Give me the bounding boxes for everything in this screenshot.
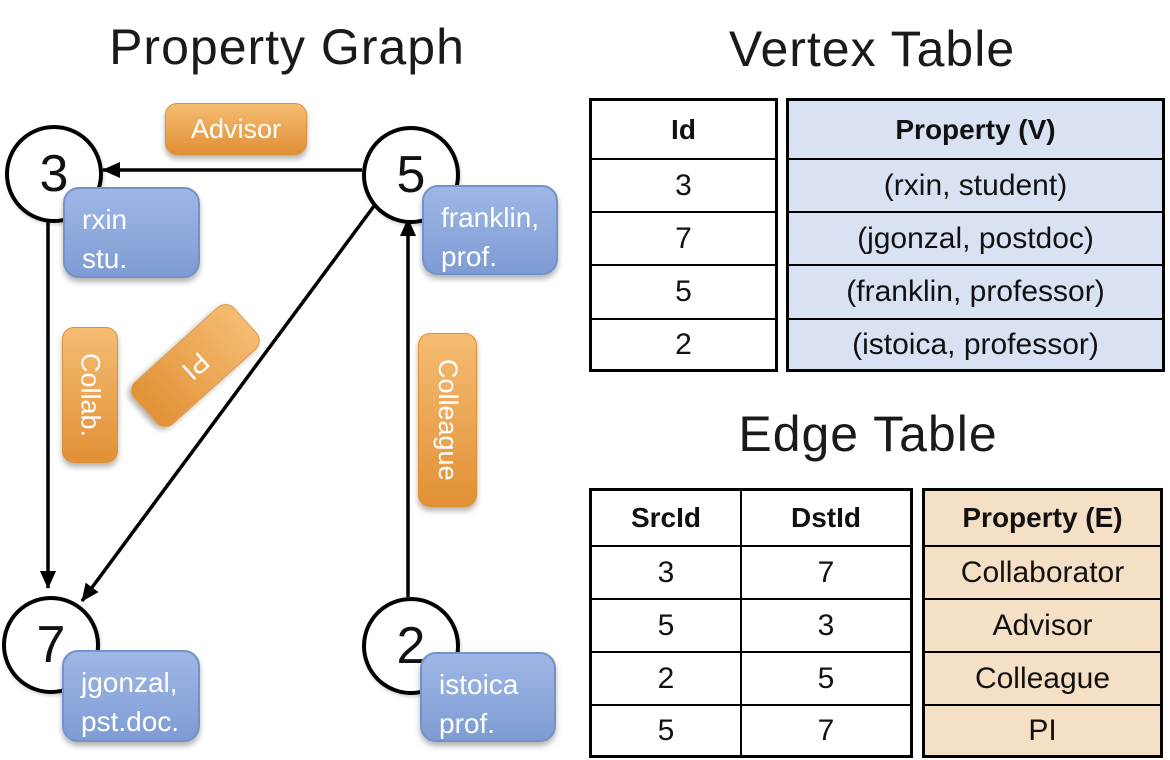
edge-label-text: Colleague <box>433 359 463 481</box>
vertex-label-3: rxin stu. <box>63 187 200 278</box>
edge-property-cell: Collaborator <box>925 547 1160 600</box>
graph-node-2: 2 <box>362 597 460 695</box>
vertex-label-7: jgonzal, pst.doc. <box>62 650 200 742</box>
vertex-label-line2: prof. <box>441 241 498 272</box>
vertex-table-id-column: Id 3 7 5 2 <box>589 98 778 372</box>
vertex-label-5: franklin, prof. <box>422 185 558 275</box>
vertex-label-line1: franklin, <box>441 202 540 233</box>
vertex-property-cell: (franklin, professor) <box>789 266 1162 320</box>
column-header-id: Id <box>592 101 775 160</box>
vertex-id-cell: 5 <box>592 266 775 320</box>
vertex-property-cell: (istoica, professor) <box>852 327 1099 361</box>
srcid-cell: 2 <box>592 653 742 704</box>
dstid-cell: 7 <box>817 713 835 747</box>
vertex-id-cell: 2 <box>675 327 692 361</box>
edge-label-text: Advisor <box>190 113 282 144</box>
edge-label-collab: Collab. <box>62 327 118 463</box>
vertex-id-cell: 3 <box>592 160 775 213</box>
edge-property-cell: PI <box>1028 713 1057 747</box>
edge-property-cell: Colleague <box>925 653 1160 706</box>
dstid-cell: 3 <box>817 608 835 642</box>
vertex-label-line1: jgonzal, <box>81 667 178 698</box>
column-header-dstid: DstId <box>791 502 861 533</box>
edge-table-property-column: Property (E) Collaborator Advisor Collea… <box>922 488 1163 758</box>
column-header-property-v: Property (V) <box>789 101 1162 160</box>
vertex-table-property-column: Property (V) (rxin, student) (jgonzal, p… <box>786 98 1165 372</box>
edge-pi-5-to-7 <box>80 204 376 603</box>
vertex-label-2: istoica prof. <box>420 652 556 742</box>
edge-label-colleague: Colleague <box>418 333 477 507</box>
column-header-property-e: Property (E) <box>925 491 1160 547</box>
node-id: 3 <box>39 145 69 203</box>
vertex-property-cell: (jgonzal, postdoc) <box>789 213 1162 266</box>
srcid-cell: 5 <box>592 600 742 651</box>
edge-table-row: 2 5 <box>592 653 910 706</box>
vertex-id-cell: 7 <box>592 213 775 266</box>
vertex-label-line1: rxin <box>82 204 128 235</box>
graph-node-5: 5 <box>362 126 460 224</box>
vertex-label-line2: stu. <box>82 243 128 274</box>
vertex-label-line1: istoica <box>439 669 519 700</box>
node-id: 5 <box>396 146 426 204</box>
vertex-label-line2: pst.doc. <box>81 706 180 737</box>
vertex-table-title: Vertex Table <box>728 21 1016 77</box>
srcid-cell: 3 <box>592 547 742 598</box>
edge-label-advisor: Advisor <box>165 103 307 155</box>
property-graph-title: Property Graph <box>109 19 465 75</box>
column-header-srcid: SrcId <box>592 491 742 545</box>
graph-edges-canvas <box>40 162 416 603</box>
node-id: 7 <box>36 616 66 674</box>
edge-table-row: 5 3 <box>592 600 910 653</box>
edge-property-cell: Advisor <box>925 600 1160 653</box>
edge-table-title: Edge Table <box>738 406 998 462</box>
edge-label-text: PI <box>176 346 216 386</box>
edge-table-row: 3 7 <box>592 547 910 600</box>
srcid-cell: 5 <box>592 706 742 755</box>
dstid-cell: 7 <box>817 555 835 589</box>
edge-label-text: Collab. <box>75 352 106 438</box>
edge-table-id-columns: SrcId DstId 3 7 5 3 2 5 5 7 <box>589 488 913 758</box>
edge-table-row: 5 7 <box>592 706 910 755</box>
vertex-label-line2: prof. <box>439 708 496 739</box>
edge-table-header-row: SrcId DstId <box>592 491 910 547</box>
dstid-cell: 5 <box>817 661 835 695</box>
vertex-property-cell: (rxin, student) <box>789 160 1162 213</box>
